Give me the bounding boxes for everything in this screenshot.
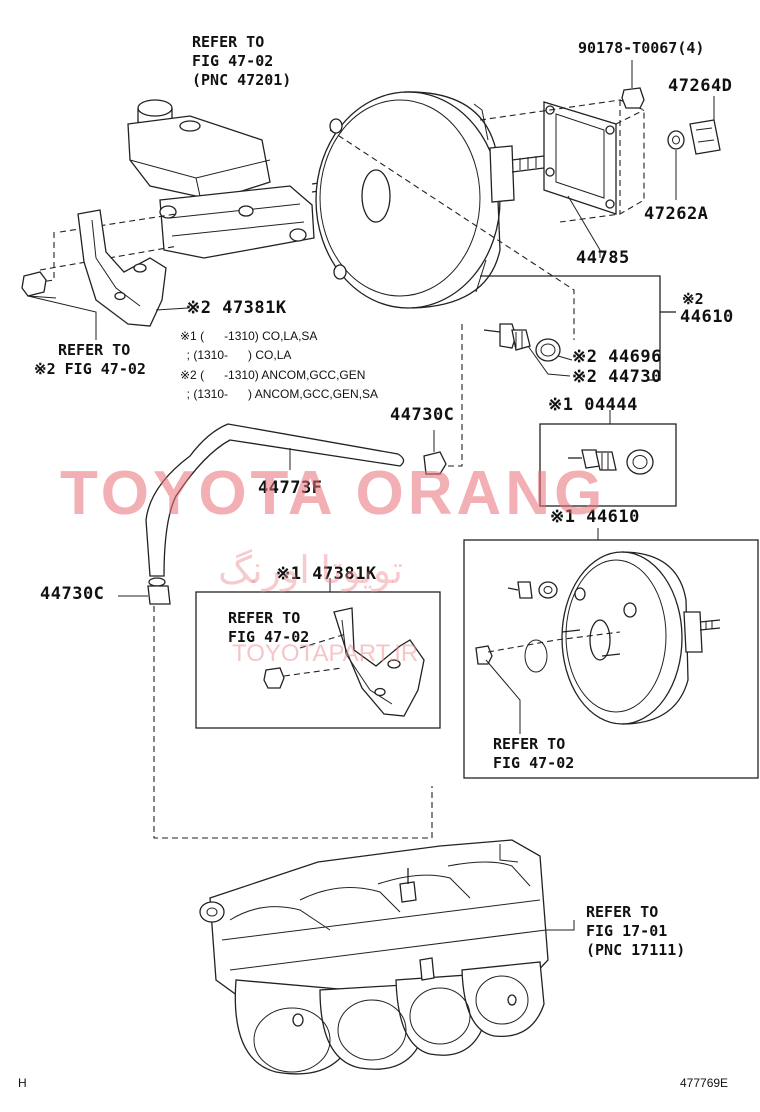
- brake-booster-drawing: [315, 91, 645, 340]
- label-refer-master-cylinder-3: (PNC 47201): [192, 71, 292, 89]
- label-part-44610-bottom: ※1 44610: [550, 507, 640, 527]
- label-part-47264d: 47264D: [668, 76, 733, 96]
- label-refer-bracket-2: ※2 FIG 47-02: [34, 360, 146, 378]
- label-refer-inset-2: FIG 47-02: [228, 628, 310, 646]
- label-refer-manifold-1: REFER TO: [586, 903, 659, 921]
- label-refer-manifold-3: (PNC 17111): [586, 941, 686, 959]
- label-part-44730: ※2 44730: [572, 367, 662, 387]
- label-refer-manifold-2: FIG 17-01: [586, 922, 668, 940]
- leader-44610-top: [480, 275, 676, 381]
- kit-44610-bottom-box: [463, 528, 759, 779]
- label-part-47381k-bottom: ※1 47381K: [276, 564, 377, 584]
- watermark-main: TOYOTA ORANG: [60, 459, 607, 528]
- watermark-persian: تویوتا اورنگ: [218, 550, 403, 592]
- master-cylinder-drawing: [39, 99, 397, 271]
- label-refer-booster-1: REFER TO: [493, 735, 566, 753]
- label-part-47381k-top: ※2 47381K: [186, 298, 287, 318]
- note-line-4: ; (1310- ) ANCOM,GCC,GEN,SA: [180, 387, 379, 401]
- label-part-90178-t0067: 90178-T0067(4): [578, 39, 705, 57]
- label-part-04444: ※1 04444: [548, 395, 638, 415]
- label-refer-master-cylinder-1: REFER TO: [192, 33, 265, 51]
- intake-manifold-drawing: [199, 839, 575, 1075]
- label-refer-master-cylinder-2: FIG 47-02: [192, 52, 274, 70]
- label-part-44610-top: 44610: [680, 307, 734, 327]
- footer-left-code: H: [18, 1076, 27, 1090]
- kit-04444-box: [539, 410, 677, 507]
- label-refer-booster-2: FIG 47-02: [493, 754, 575, 772]
- note-line-3: ※2 ( -1310) ANCOM,GCC,GEN: [180, 368, 366, 382]
- label-part-44610-top-mark: ※2: [682, 290, 704, 308]
- watermark-url: TOYOTAPART.IR: [232, 640, 419, 667]
- clip-44730c-top-drawing: [423, 430, 447, 475]
- footer-diagram-number: 477769E: [680, 1076, 729, 1090]
- note-line-2: ; (1310- ) CO,LA: [180, 348, 292, 362]
- clip-44730c-left-drawing: [118, 585, 433, 839]
- note-line-1: ※1 ( -1310) CO,LA,SA: [180, 329, 318, 343]
- check-valve-top-drawing: [440, 323, 573, 467]
- bracket-47381k-top-drawing: [21, 209, 189, 340]
- bracket-47381k-inset-box: [195, 578, 441, 729]
- label-refer-inset-1: REFER TO: [228, 609, 301, 627]
- label-part-44785: 44785: [576, 248, 630, 268]
- label-refer-bracket-1: REFER TO: [58, 341, 131, 359]
- label-part-44730c-left: 44730C: [40, 584, 105, 604]
- nut-clevis-drawing: [621, 60, 721, 200]
- label-part-44696: ※2 44696: [572, 347, 662, 367]
- label-part-47262a: 47262A: [644, 204, 709, 224]
- label-part-44773f: 44773F: [258, 478, 323, 498]
- label-part-44730c-top: 44730C: [390, 405, 455, 425]
